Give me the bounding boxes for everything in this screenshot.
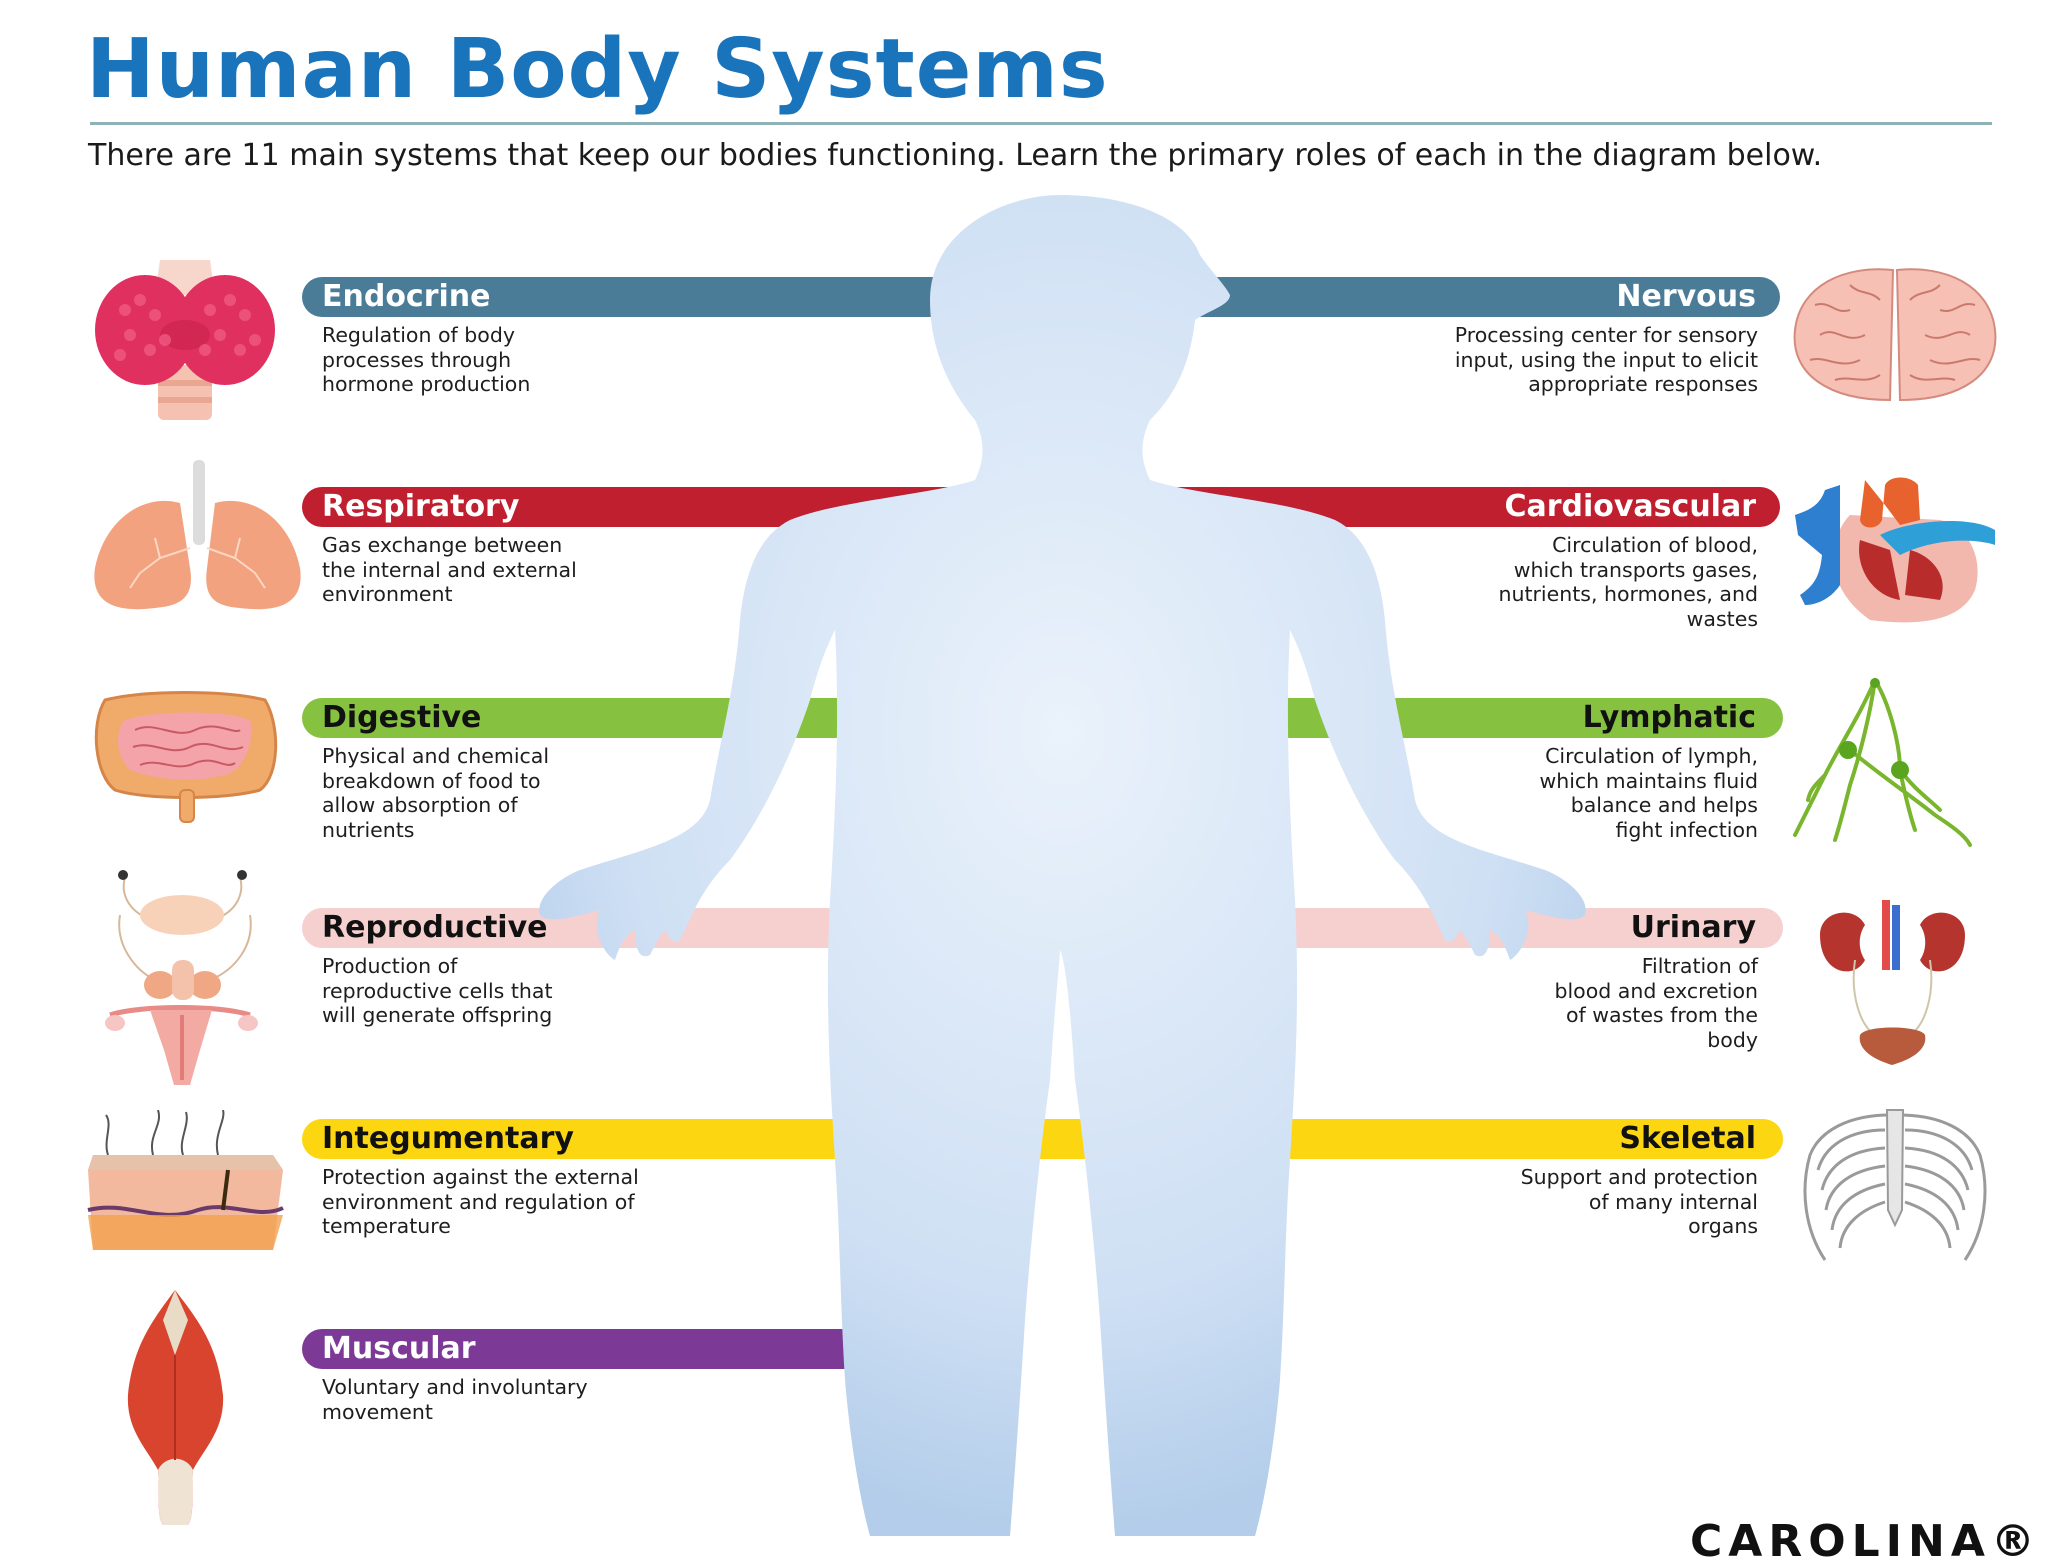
cardiovascular-description: Circulation of blood, which transports g… <box>1498 533 1758 631</box>
integumentary-label: Integumentary <box>322 1121 574 1156</box>
muscular-label: Muscular <box>322 1331 476 1366</box>
reproductive-description: Production of reproductive cells that wi… <box>322 954 553 1027</box>
lungs-icon <box>94 460 301 610</box>
integumentary-description: Protection against the external environm… <box>322 1165 639 1238</box>
cardiovascular-label: Cardiovascular <box>1504 489 1756 524</box>
heart-icon <box>1795 477 1995 623</box>
skin-layers-icon <box>87 1110 284 1250</box>
skeletal-description: Support and protection of many internal … <box>1520 1165 1758 1238</box>
reproductive-organs-icon <box>105 870 258 1085</box>
muscular-description: Voluntary and involuntary movement <box>322 1375 588 1424</box>
muscular-bar <box>302 1329 862 1369</box>
intro-text: There are 11 main systems that keep our … <box>88 138 1823 173</box>
lymph-vessels-icon <box>1793 678 1972 847</box>
nervous-description: Processing center for sensory input, usi… <box>1454 323 1758 396</box>
respiratory-description: Gas exchange between the internal and ex… <box>322 533 577 606</box>
title-divider <box>90 122 1992 125</box>
brain-icon <box>1793 268 1997 402</box>
endocrine-label: Endocrine <box>322 279 491 314</box>
thyroid-icon <box>95 260 275 420</box>
nervous-label: Nervous <box>1616 279 1756 314</box>
digestive-description: Physical and chemical breakdown of food … <box>322 744 550 842</box>
endocrine-description: Regulation of body processes through hor… <box>322 323 531 396</box>
skeletal-label: Skeletal <box>1619 1121 1756 1156</box>
respiratory-label: Respiratory <box>322 489 520 524</box>
muscle-icon <box>127 1290 224 1525</box>
ribcage-icon <box>1803 1109 1987 1261</box>
digestive-label: Digestive <box>322 700 482 735</box>
reproductive-label: Reproductive <box>322 910 548 945</box>
lymphatic-description: Circulation of lymph, which maintains fl… <box>1539 744 1758 842</box>
lymphatic-label: Lymphatic <box>1582 700 1756 735</box>
urinary-description: Filtration of blood and excretion of was… <box>1554 954 1758 1052</box>
page-title: Human Body Systems <box>86 22 1109 117</box>
intestines-icon <box>94 691 278 823</box>
kidneys-bladder-icon <box>1820 900 1965 1065</box>
urinary-label: Urinary <box>1630 910 1756 945</box>
